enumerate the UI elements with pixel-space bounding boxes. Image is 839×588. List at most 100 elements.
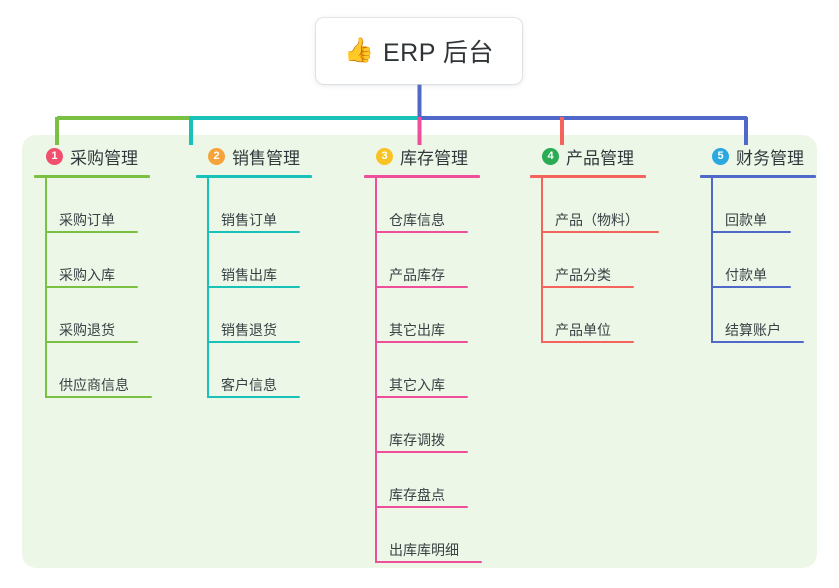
leaf-label: 付款单	[725, 267, 767, 283]
leaf-item[interactable]: 供应商信息	[45, 343, 184, 398]
branch-column-5: 5 财务管理 回款单 付款单 结算账户	[700, 144, 839, 343]
branch-leaves-4: 产品（物料） 产品分类 产品单位	[530, 178, 700, 343]
leaf-label: 供应商信息	[59, 377, 129, 393]
leaf-item[interactable]: 付款单	[711, 233, 839, 288]
branch-title-5: 财务管理	[736, 148, 804, 168]
leaf-rule	[375, 506, 468, 508]
branch-header-1[interactable]: 1 采购管理	[34, 144, 184, 168]
leaf-label: 客户信息	[221, 377, 277, 393]
branch-rule-5	[700, 175, 816, 178]
leaf-label: 采购入库	[59, 267, 115, 283]
leaf-label: 采购订单	[59, 212, 115, 228]
leaf-rule	[711, 286, 791, 288]
branch-header-2[interactable]: 2 销售管理	[196, 144, 346, 168]
branch-title-4: 产品管理	[566, 148, 634, 168]
branch-badge-1: 1	[46, 147, 63, 165]
leaf-item[interactable]: 其它入库	[375, 343, 524, 398]
leaf-rule	[375, 561, 482, 563]
branch-leaves-2: 销售订单 销售出库 销售退货 客户信息	[196, 178, 346, 398]
leaf-item[interactable]: 库存调拨	[375, 398, 524, 453]
leaf-item[interactable]: 结算账户	[711, 288, 839, 343]
leaf-rule	[375, 341, 468, 343]
root-node-card[interactable]: 👍 ERP 后台	[316, 18, 522, 84]
branch-header-4[interactable]: 4 产品管理	[530, 144, 700, 168]
branch-column-2: 2 销售管理 销售订单 销售出库 销售退货 客户信息	[196, 144, 346, 398]
leaf-item[interactable]: 销售退货	[207, 288, 346, 343]
leaf-label: 产品单位	[555, 322, 611, 338]
branch-header-3[interactable]: 3 库存管理	[364, 144, 524, 168]
leaf-item[interactable]: 采购退货	[45, 288, 184, 343]
leaf-label: 库存调拨	[389, 432, 445, 448]
leaf-item[interactable]: 产品（物料）	[541, 178, 700, 233]
branch-title-3: 库存管理	[400, 148, 468, 168]
leaf-rule	[541, 286, 634, 288]
leaf-item[interactable]: 产品单位	[541, 288, 700, 343]
branch-column-4: 4 产品管理 产品（物料） 产品分类 产品单位	[530, 144, 700, 343]
branch-column-3: 3 库存管理 仓库信息 产品库存 其它出库 其它入库	[364, 144, 524, 563]
leaf-label: 仓库信息	[389, 212, 445, 228]
leaf-spine-3	[375, 178, 377, 563]
leaf-spine-2	[207, 178, 209, 398]
leaf-label: 结算账户	[725, 322, 781, 338]
leaf-label: 库存盘点	[389, 487, 445, 503]
leaf-rule	[45, 341, 138, 343]
leaf-item[interactable]: 回款单	[711, 178, 839, 233]
leaf-rule	[541, 341, 634, 343]
leaf-rule	[375, 286, 468, 288]
branch-rule-2	[196, 175, 312, 178]
leaf-rule	[541, 231, 659, 233]
leaf-rule	[375, 231, 468, 233]
leaf-label: 销售退货	[221, 322, 277, 338]
leaf-rule	[45, 396, 152, 398]
leaf-label: 其它入库	[389, 377, 445, 393]
leaf-item[interactable]: 销售出库	[207, 233, 346, 288]
leaf-item[interactable]: 库存盘点	[375, 453, 524, 508]
leaf-rule	[711, 231, 791, 233]
leaf-rule	[207, 286, 300, 288]
branch-badge-2: 2	[208, 147, 225, 165]
branch-leaves-3: 仓库信息 产品库存 其它出库 其它入库 库存调拨	[364, 178, 524, 563]
branch-title-1: 采购管理	[70, 148, 138, 168]
leaf-spine-1	[45, 178, 47, 398]
leaf-item[interactable]: 采购入库	[45, 233, 184, 288]
leaf-rule	[711, 341, 804, 343]
diagram-panel-background	[22, 135, 817, 568]
branch-rule-4	[530, 175, 646, 178]
leaf-rule	[45, 231, 138, 233]
branch-header-5[interactable]: 5 财务管理	[700, 144, 839, 168]
branch-badge-5: 5	[712, 147, 729, 165]
branch-leaves-5: 回款单 付款单 结算账户	[700, 178, 839, 343]
leaf-item[interactable]: 出库库明细	[375, 508, 524, 563]
thumbs-up-icon: 👍	[344, 37, 374, 64]
leaf-rule	[375, 396, 468, 398]
leaf-rule	[207, 396, 300, 398]
leaf-label: 采购退货	[59, 322, 115, 338]
leaf-label: 其它出库	[389, 322, 445, 338]
branch-badge-3: 3	[376, 147, 393, 165]
leaf-item[interactable]: 其它出库	[375, 288, 524, 343]
leaf-item[interactable]: 销售订单	[207, 178, 346, 233]
branch-badge-4: 4	[542, 147, 559, 165]
branch-leaves-1: 采购订单 采购入库 采购退货 供应商信息	[34, 178, 184, 398]
leaf-label: 产品分类	[555, 267, 611, 283]
leaf-label: 产品库存	[389, 267, 445, 283]
branch-rule-1	[34, 175, 150, 178]
leaf-item[interactable]: 产品分类	[541, 233, 700, 288]
leaf-spine-4	[541, 178, 543, 343]
branch-rule-3	[364, 175, 480, 178]
leaf-spine-5	[711, 178, 713, 343]
leaf-item[interactable]: 采购订单	[45, 178, 184, 233]
leaf-label: 销售出库	[221, 267, 277, 283]
leaf-item[interactable]: 产品库存	[375, 233, 524, 288]
leaf-item[interactable]: 仓库信息	[375, 178, 524, 233]
leaf-item[interactable]: 客户信息	[207, 343, 346, 398]
leaf-rule	[45, 286, 138, 288]
root-node-label: ERP 后台	[382, 39, 494, 67]
leaf-label: 出库库明细	[389, 542, 459, 558]
leaf-label: 产品（物料）	[555, 212, 639, 228]
branch-column-1: 1 采购管理 采购订单 采购入库 采购退货 供应商信	[34, 144, 184, 398]
branch-title-2: 销售管理	[232, 148, 300, 168]
leaf-label: 回款单	[725, 212, 767, 228]
